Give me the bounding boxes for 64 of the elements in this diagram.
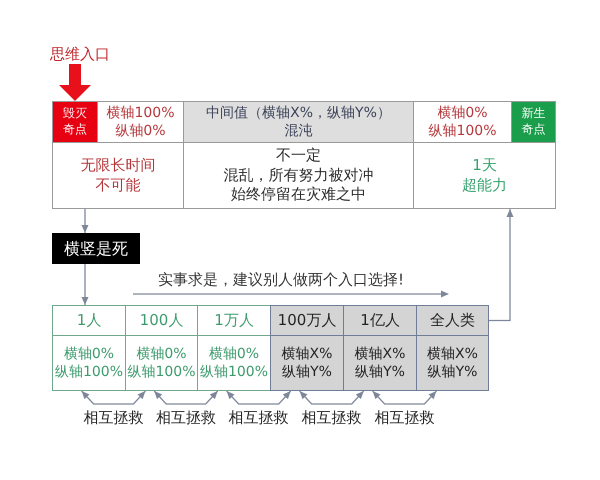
header-cell — [52, 305, 126, 336]
edge-label: 相互拯救 — [154, 408, 218, 428]
axis-ratio-text: 纵轴Y% — [282, 363, 332, 382]
table-cell — [343, 335, 417, 391]
table-cell — [52, 335, 126, 391]
edge-label: 相互拯救 — [82, 408, 146, 428]
note-text: 实事求是，建议别人做两个入口选择! — [158, 270, 404, 290]
axis-ratio-text: 纵轴100% — [54, 363, 124, 382]
axis-ratio-text: 纵轴100% — [127, 363, 196, 382]
group-size-label: 1亿人 — [360, 310, 400, 330]
edge-label: 相互拯救 — [226, 408, 291, 428]
axis-ratio-text: 纵轴0% — [115, 122, 166, 140]
outcome-text: 1天 — [472, 156, 497, 176]
singularity-label: 新生奇点 — [521, 106, 546, 138]
double-headed-arrow — [154, 390, 218, 405]
double-headed-arrow — [81, 390, 146, 405]
outcome-text: 混乱，所有努力被对冲 — [224, 166, 374, 186]
arrow — [489, 209, 514, 322]
outcome-text: 不可能 — [96, 176, 140, 196]
heading-text: 中间值（横轴X%，纵轴Y%） — [206, 104, 391, 122]
title-text: 横竖是死 — [64, 238, 128, 260]
heading-text: 混沌 — [284, 122, 312, 140]
edge-label: 相互拯救 — [300, 408, 364, 428]
title-box — [52, 233, 140, 264]
axis-ratio-text: 纵轴100% — [200, 363, 268, 382]
axis-ratio-text: 横轴0% — [437, 104, 488, 122]
double-headed-arrow — [226, 390, 292, 405]
axis-ratio-text: 横轴X% — [427, 344, 478, 363]
entry-label: 思维入口 — [50, 45, 110, 64]
header-cell — [511, 101, 556, 143]
header-cell — [416, 305, 489, 336]
axis-ratio-text: 横轴0% — [64, 344, 114, 363]
header-cell — [52, 101, 98, 143]
arrow — [59, 64, 91, 101]
group-size-label: 1人 — [76, 310, 102, 330]
outcome-text: 无限长时间 — [80, 156, 156, 176]
group-size-label: 100人 — [140, 310, 184, 330]
outcome-text: 始终停留在灾难之中 — [231, 185, 366, 206]
axis-ratio-text: 横轴X% — [354, 344, 406, 363]
axis-ratio-text: 纵轴Y% — [355, 363, 405, 382]
axis-ratio-text: 横轴0% — [208, 344, 260, 363]
axis-ratio-text: 横轴0% — [136, 344, 187, 363]
axis-ratio-text: 纵轴Y% — [428, 363, 478, 382]
group-size-label: 100万人 — [278, 310, 336, 330]
double-headed-arrow — [372, 390, 437, 405]
table-cell — [52, 142, 184, 209]
table-cell — [270, 335, 344, 391]
axis-ratio-text: 横轴X% — [282, 344, 332, 363]
group-size-label: 1万人 — [214, 310, 254, 330]
double-headed-arrow — [299, 390, 364, 405]
singularity-label: 毁灭奇点 — [62, 106, 88, 138]
header-cell — [270, 305, 344, 336]
axis-ratio-text: 横轴100% — [106, 104, 175, 122]
axis-ratio-text: 纵轴100% — [428, 122, 497, 140]
header-cell — [343, 305, 417, 336]
edge-label: 相互拯救 — [372, 408, 437, 428]
group-size-label: 全人类 — [430, 310, 475, 330]
header-cell — [183, 101, 414, 143]
arrow — [82, 264, 88, 305]
arrow — [82, 209, 88, 233]
table-cell — [413, 142, 556, 209]
outcome-text: 超能力 — [462, 176, 507, 196]
table-cell — [416, 335, 489, 391]
outcome-text: 不一定 — [276, 146, 321, 166]
